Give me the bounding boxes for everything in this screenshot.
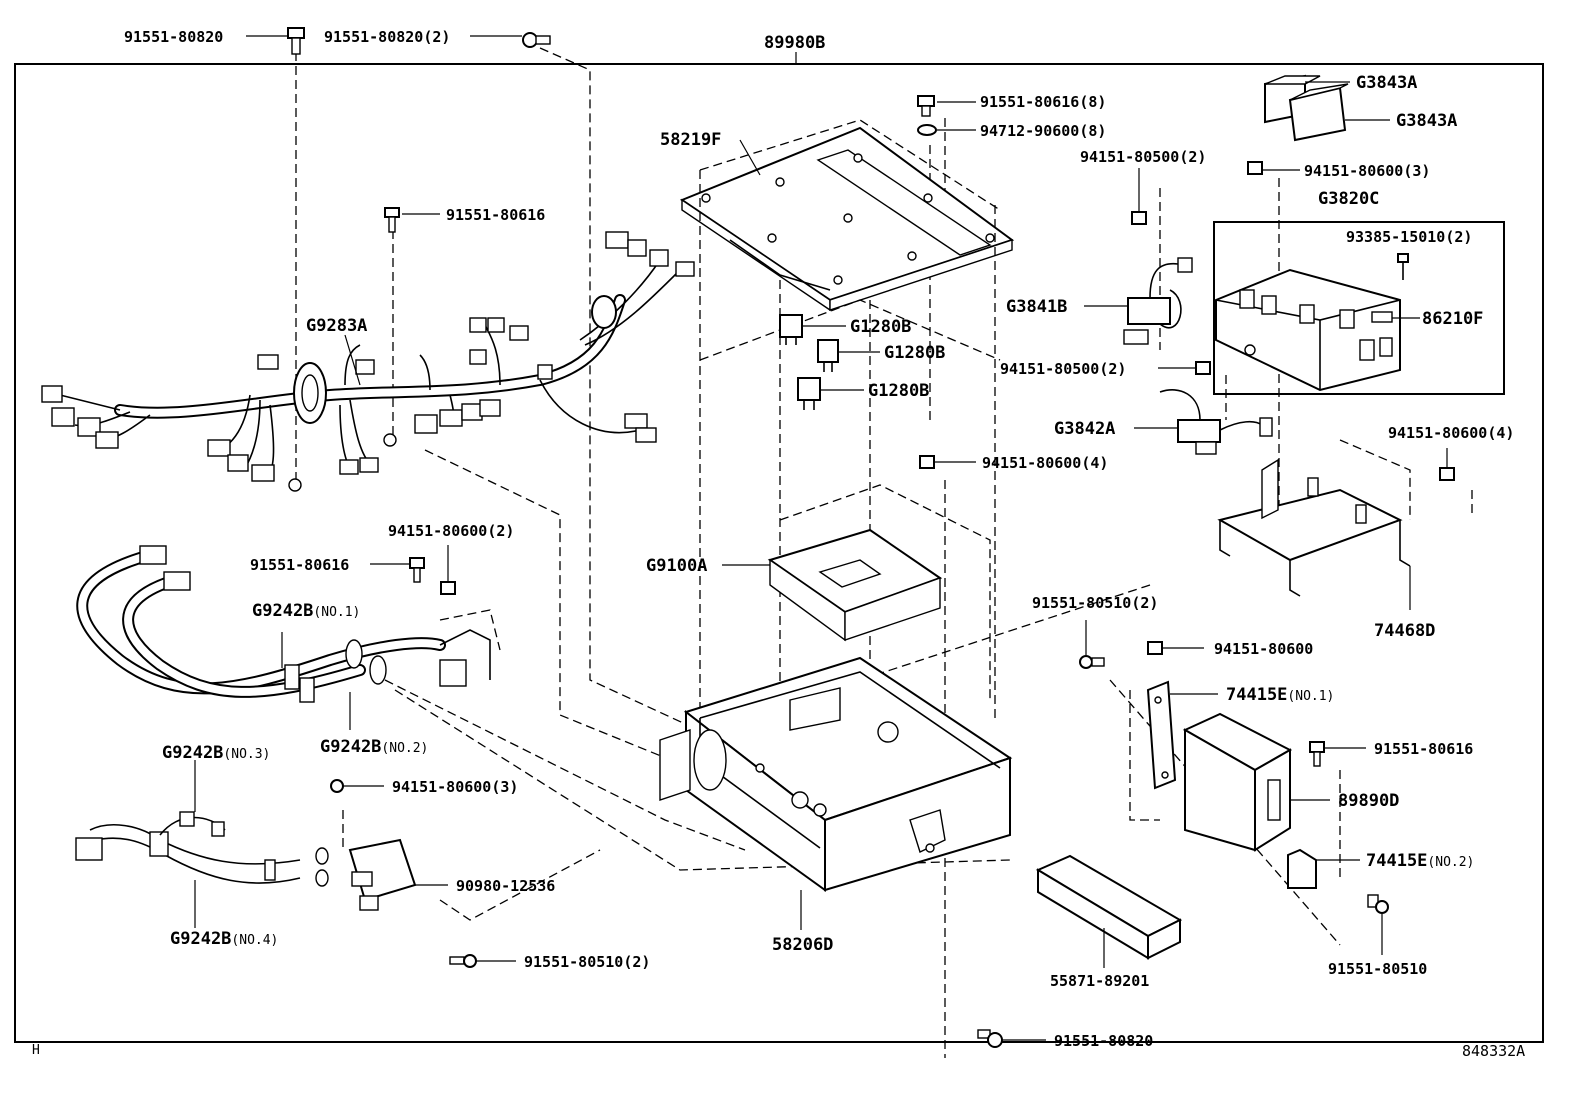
callout-c27: 91551-80510(2) [1032, 594, 1158, 612]
screw-91551-80820-top [287, 27, 305, 55]
callout-c19: 94151-80500(2) [1000, 360, 1126, 378]
battery-box-58206d [659, 656, 1013, 892]
nut-94151-80600-3 [1247, 161, 1263, 175]
callout-c38: 58206D [772, 935, 833, 955]
callout-c32: G9242B(NO.3) [162, 743, 270, 763]
relay-g1280b-1 [779, 314, 803, 345]
connector-g3842a [1159, 389, 1273, 455]
callout-c6: 94151-80500(2) [1080, 148, 1206, 166]
callout-c23: 94151-80600(2) [388, 522, 514, 540]
callout-c3: 91551-80616(8) [980, 93, 1106, 111]
screw-91551-80510-2-lower [449, 954, 477, 968]
callout-c25: G9100A [646, 556, 707, 576]
callout-c39: G9242B(NO.4) [170, 929, 278, 949]
callout-c36: 90980-12536 [456, 877, 555, 895]
screw-91551-80510-2-upper [1079, 655, 1105, 669]
callout-c20: G3842A [1054, 419, 1115, 439]
assembly-frame [14, 63, 1544, 1043]
top-plate-58219f [679, 126, 1015, 312]
screw-91551-80616-right [1309, 741, 1325, 767]
callout-c43: 91551-80820 [1054, 1032, 1153, 1050]
callout-c42: 91551-80510 [1328, 960, 1427, 978]
callout-c2: 91551-80820(2) [324, 28, 450, 46]
callout-c35: 89890D [1338, 791, 1399, 811]
callout-c8: G3843A [1356, 73, 1417, 93]
connector-g3841b [1123, 257, 1193, 345]
callout-c24: 91551-80616 [250, 556, 349, 574]
callout-c30: 74415E(NO.1) [1226, 685, 1334, 705]
callout-c34: 91551-80616 [1374, 740, 1473, 758]
nut-94151-80500-2-lower [1195, 361, 1211, 375]
callout-c12: 86210F [1422, 309, 1483, 329]
callout-c4: 94712-90600(8) [980, 122, 1106, 140]
callout-c28: 74468D [1374, 621, 1435, 641]
callout-c7: 94151-80600(3) [1304, 162, 1430, 180]
callout-c26: G9242B(NO.1) [252, 601, 360, 621]
g3820c-frame [1213, 221, 1505, 395]
footer-left-code: H [32, 1043, 40, 1058]
nut-94151-80600-4-right [1439, 467, 1455, 481]
callout-c9: G3843A [1396, 111, 1457, 131]
pad-55871-89201 [1035, 854, 1183, 960]
callout-c10: G3820C [1318, 189, 1379, 209]
connector-86210f [1371, 311, 1393, 323]
nut-94151-80600-4-center [919, 455, 935, 469]
wire-harness-g9283a [41, 231, 695, 492]
callout-c22: 94151-80600(4) [982, 454, 1108, 472]
callout-c41: 55871-89201 [1050, 972, 1149, 990]
nut-94151-80600-single [1147, 641, 1163, 655]
callout-c17: G1280B [868, 381, 929, 401]
screw-91551-80616-upper [384, 207, 400, 233]
callout-c1: 91551-80820 [124, 28, 223, 46]
callout-c18: G3841B [1006, 297, 1067, 317]
callout-c16: G1280B [884, 343, 945, 363]
screw-91551-80820-2 [522, 32, 551, 48]
screw-91551-80820-bottom [977, 1029, 1003, 1048]
module-g9100a [767, 528, 943, 642]
callout-c33: 94151-80600(3) [392, 778, 518, 796]
bracket-74415e-no1 [1146, 680, 1177, 790]
callout-labels: 91551-80820 91551-80820(2) 91551-80616(8… [124, 28, 1514, 1050]
cable-g9242b-no3-no4 [75, 811, 329, 887]
footer-right-code: 848332A [1462, 1042, 1525, 1060]
nut-94151-80600-3 [330, 779, 344, 793]
screw-91551-80616-mid [409, 557, 425, 583]
callout-c21: 94151-80600(4) [1388, 424, 1514, 442]
fuse-block-g3820c [1215, 268, 1401, 392]
relay-g1280b-3 [797, 377, 821, 410]
nut-94151-80500-2-upper [1131, 211, 1147, 225]
relay-g1280b-2 [817, 339, 839, 372]
cable-g9242b-no1-no2 [76, 545, 491, 703]
assembly-label: 89980B [764, 33, 825, 53]
callout-c11: 93385-15010(2) [1346, 228, 1472, 246]
relay-block-90980-12536 [348, 838, 417, 911]
relay-g3843a-2 [1288, 83, 1349, 142]
callout-c31: G9242B(NO.2) [320, 737, 428, 757]
ecu-89890d [1182, 712, 1293, 852]
washer-94712-90600-8 [917, 124, 937, 136]
callout-c15: G1280B [850, 317, 911, 337]
callout-c40: 91551-80510(2) [524, 953, 650, 971]
callout-c5: 58219F [660, 130, 721, 150]
callout-c14: G9283A [306, 316, 367, 336]
callout-c29: 94151-80600 [1214, 640, 1313, 658]
bracket-74415e-no2 [1287, 848, 1317, 889]
screw-91551-80616-8 [917, 95, 935, 117]
callout-c13: 91551-80616 [446, 206, 545, 224]
screw-93385-15010-2 [1397, 253, 1409, 280]
nut-94151-80600-2 [440, 581, 456, 595]
screw-91551-80510-right [1367, 894, 1389, 914]
callout-c37: 74415E(NO.2) [1366, 851, 1474, 871]
bracket-74468d [1217, 458, 1411, 597]
